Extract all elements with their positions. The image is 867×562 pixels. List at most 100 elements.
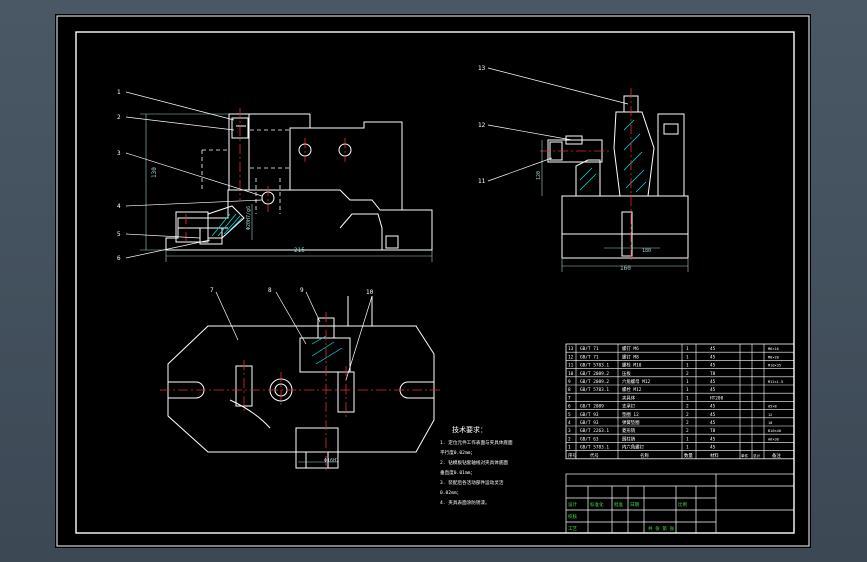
balloon-2: 2 [117, 114, 121, 121]
bom-cell-no: 11 [568, 363, 574, 369]
tb-approve: 批准 [614, 501, 623, 508]
balloon-12: 12 [478, 122, 486, 129]
bom-cell-code: GB/T 63 [580, 436, 599, 442]
bom-header-total-weight: 总计 [753, 453, 761, 458]
front-view-hidden-lines [201, 129, 290, 214]
bom-cell-name: 螺栓 M10 [622, 362, 642, 369]
top-view-hatch [311, 335, 343, 365]
bom-cell-name: 支承钉 [622, 403, 636, 410]
bom-cell-name: 螺钉 M6 [622, 345, 639, 352]
bom-header-unit-weight: 单件 [741, 453, 749, 458]
front-view-center-lines [185, 108, 346, 246]
bom-cell-name: 内六角螺钉 [622, 444, 645, 451]
balloon-5: 5 [117, 231, 121, 238]
drawing-paper [55, 14, 811, 548]
bom-cell-no: 8 [568, 387, 571, 393]
bom-cell-material: 45 [710, 404, 716, 410]
bom-cell-no: 13 [568, 346, 574, 352]
balloon-9: 9 [300, 287, 304, 294]
bom-cell-code: GB/T 2089.2 [580, 371, 609, 377]
bom-cell-qty: 2 [686, 428, 689, 434]
title-block-labels: 设计 校核 工艺 标准化 批准 日期 比例 共 张 第 张 [568, 501, 687, 532]
side-view-balloons: 13 12 11 [478, 65, 486, 185]
bom-cell-material: 45 [710, 363, 716, 369]
bom-cell-qty: 2 [686, 371, 689, 377]
bom-cell-material: T8 [710, 428, 716, 434]
note-line-2: 平行度0.02mm； [440, 449, 475, 456]
note-line-5: 3. 装配后各活动部件运动灵活 [440, 479, 504, 486]
note-line-3: 2. 钻模板钻套轴线对夹具体底面 [440, 459, 508, 466]
front-bore-dim: Φ20H7/g6 [246, 206, 252, 230]
bom-header-name: 名称 [640, 452, 649, 459]
front-height-dim: 130 [151, 167, 158, 178]
outer-border [56, 15, 810, 547]
bom-cell-code: GB/T 71 [580, 354, 599, 360]
bom-cell-code: GB/T 93 [580, 412, 599, 418]
note-line-6: 0.02mm； [440, 490, 461, 496]
bom-cell-note: M8×20 [768, 355, 779, 359]
bom-cell-code: GB/T 2263.1 [580, 428, 609, 434]
side-inner-dim: 180 [642, 248, 651, 254]
tb-date: 日期 [630, 502, 639, 508]
side-view-center-lines [540, 88, 632, 262]
bom-cell-material: 45 [710, 354, 716, 360]
front-view-hatch [211, 213, 243, 237]
top-view-balloons: 7 8 9 10 [210, 287, 374, 296]
balloon-1: 1 [117, 89, 121, 96]
bom-cell-qty: 1 [686, 445, 689, 451]
bom-cell-material: 45 [710, 387, 716, 393]
bom-cell-name: 菱形销 [622, 427, 636, 434]
bom-cell-no: 10 [568, 371, 574, 377]
tb-sheet: 共 张 第 张 [648, 525, 675, 532]
bom-cell-qty: 1 [686, 395, 689, 401]
bom-cell-no: 7 [568, 395, 571, 401]
bom-cell-material: 45 [710, 412, 716, 418]
bom-cell-code: GB/T 5783.1 [580, 387, 609, 393]
bom-cell-no: 3 [568, 428, 571, 434]
bom-cell-note: M6×16 [768, 347, 779, 351]
note-line-7: 4. 夹具表面涂防锈漆。 [440, 499, 490, 506]
note-line-1: 1. 定位元件工作表面与夹具体底面 [440, 439, 513, 446]
front-width-dim: 215 [294, 247, 305, 254]
bom-cell-qty: 2 [686, 420, 689, 426]
bom-cell-material: 45 [710, 445, 716, 451]
bom-cell-material: 45 [710, 379, 716, 385]
bom-cell-code: GB/T 5783.1 [580, 363, 609, 369]
bom-header-code: 代号 [590, 452, 599, 459]
bom-cell-note: M12×1.5 [768, 380, 783, 384]
bom-cell-no: 1 [568, 445, 571, 451]
bom-cell-qty: 1 [686, 387, 689, 393]
technical-notes: 技术要求： 1. 定位元件工作表面与夹具体底面 平行度0.02mm； 2. 钻模… [440, 425, 513, 506]
bom-cell-no: 9 [568, 379, 571, 385]
bom-cell-no: 4 [568, 420, 571, 426]
notes-title: 技术要求： [452, 425, 487, 434]
bom-cell-qty: 1 [686, 363, 689, 369]
bom-cell-qty: 1 [686, 436, 689, 442]
bom-cell-material: 45 [710, 420, 716, 426]
side-view-dimensions [541, 140, 689, 272]
bom-cell-code: GB/T 71 [580, 346, 599, 352]
balloon-3: 3 [117, 150, 121, 157]
bom-cell-note: 12 [768, 413, 772, 417]
bom-header-qty: 数量 [684, 452, 693, 459]
bom-header-note: 备注 [772, 452, 781, 459]
bom-cell-no: 2 [568, 436, 571, 442]
bom-cell-name: 垫圈 12 [622, 411, 639, 418]
bom-cell-code: GB/T 93 [580, 420, 599, 426]
bom-cell-qty: 2 [686, 412, 689, 418]
bom-cell-no: 12 [568, 354, 574, 360]
tb-process: 工艺 [568, 526, 577, 532]
bom-cell-code: GB/T 2089.2 [580, 379, 609, 385]
inner-frame [75, 31, 795, 534]
balloon-10: 10 [366, 289, 374, 296]
bom-cell-code: GB/T 2089 [580, 404, 604, 410]
front-view-leaders [125, 91, 263, 259]
balloon-6: 6 [117, 255, 121, 262]
side-view-hatch [579, 119, 647, 193]
bom-cell-note: B16×40 [768, 429, 781, 433]
bom-cell-note: A6×30 [768, 437, 779, 441]
bom-cell-qty: 1 [686, 354, 689, 360]
bom-cell-name: 螺钉 M8 [622, 353, 639, 360]
balloon-4: 4 [117, 203, 121, 210]
